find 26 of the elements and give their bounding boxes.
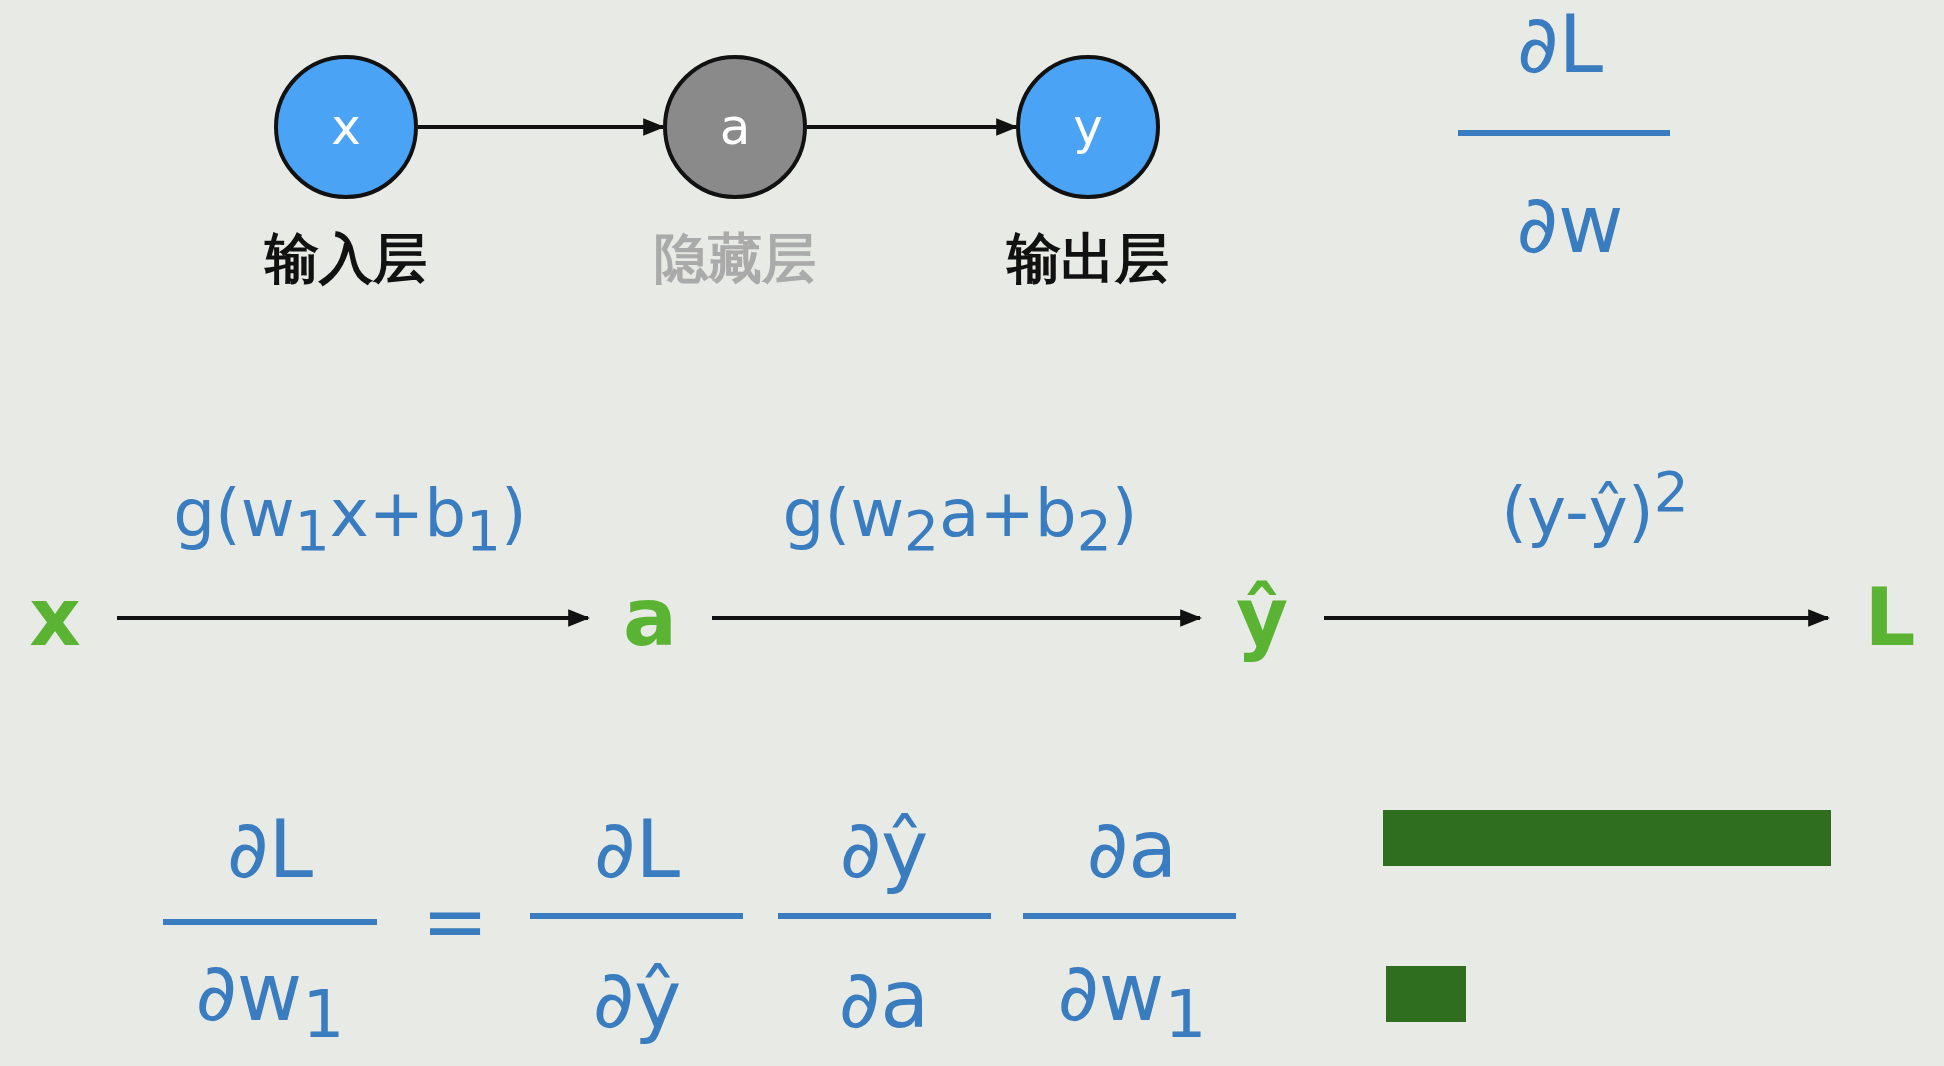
variable-label: x	[23, 573, 87, 663]
variable-label: a	[618, 573, 682, 663]
math-text: ∂w$_{1}$	[1057, 952, 1207, 1048]
math-text: ∂a	[838, 960, 930, 1040]
arrow	[1324, 609, 1831, 627]
math-text: ∂a	[1086, 810, 1178, 890]
node-circle: y	[1016, 55, 1160, 199]
layer-label: 输出层	[1007, 226, 1169, 292]
edge-label: g(w$_{1}$x+b$_{1}$)	[173, 480, 527, 560]
edge-label: g(w$_{2}$a+b$_{2}$)	[782, 480, 1138, 560]
math-text: ∂w	[1516, 185, 1624, 265]
variable-label: ŷ	[1230, 563, 1294, 673]
variable-label: L	[1858, 573, 1922, 663]
bar	[1383, 810, 1831, 866]
arrow	[712, 609, 1203, 627]
node-circle: x	[274, 55, 418, 199]
layer-label: 隐藏层	[654, 226, 816, 292]
math-text: =	[421, 882, 489, 962]
arrow	[117, 609, 591, 627]
bar	[1386, 966, 1466, 1022]
node-circle: a	[663, 55, 807, 199]
math-text: ∂L	[227, 810, 313, 890]
layer-label: 输入层	[265, 226, 427, 292]
math-text: ∂L	[1517, 5, 1603, 85]
math-text: ∂w$_{1}$	[195, 952, 345, 1048]
math-text: ∂L	[594, 810, 680, 890]
